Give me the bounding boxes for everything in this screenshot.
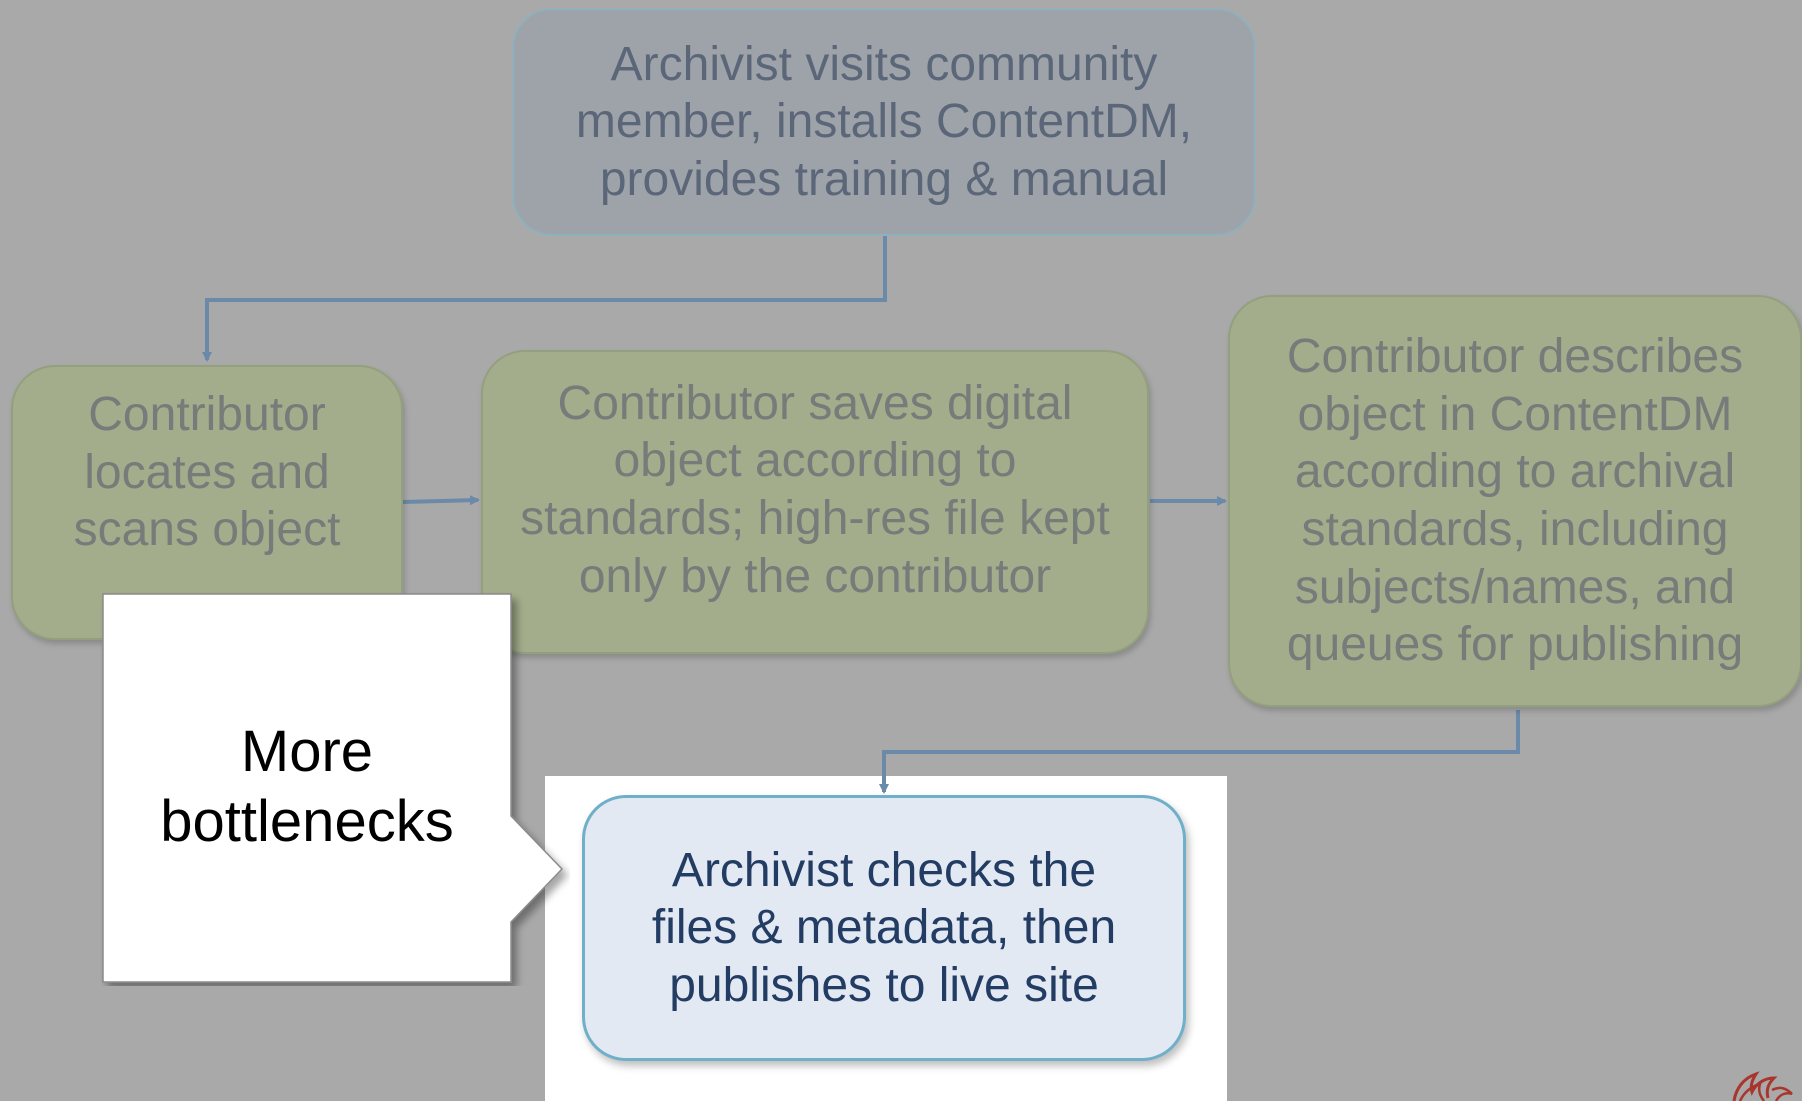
step-save-box: Contributor saves digital object accordi… [481,350,1149,654]
callout-text: More bottlenecks [160,719,454,854]
step-scan-label: Contributor locates and scans object [73,388,341,557]
university-seal-logo-icon [1726,1070,1802,1101]
step-install-box: Archivist visits community member, insta… [512,8,1256,236]
step-publish-box: Archivist checks the files & metadata, t… [582,795,1186,1061]
step-describe-label: Contributor describes object in ContentD… [1286,330,1744,672]
step-describe-box: Contributor describes object in ContentD… [1228,295,1802,707]
step-save-label: Contributor saves digital object accordi… [520,376,1110,603]
step-publish-label: Archivist checks the files & metadata, t… [651,843,1117,1012]
connector-install-to-scan [202,236,887,362]
step-install-label: Archivist visits community member, insta… [575,37,1193,206]
connector-scan-to-save [402,495,480,506]
